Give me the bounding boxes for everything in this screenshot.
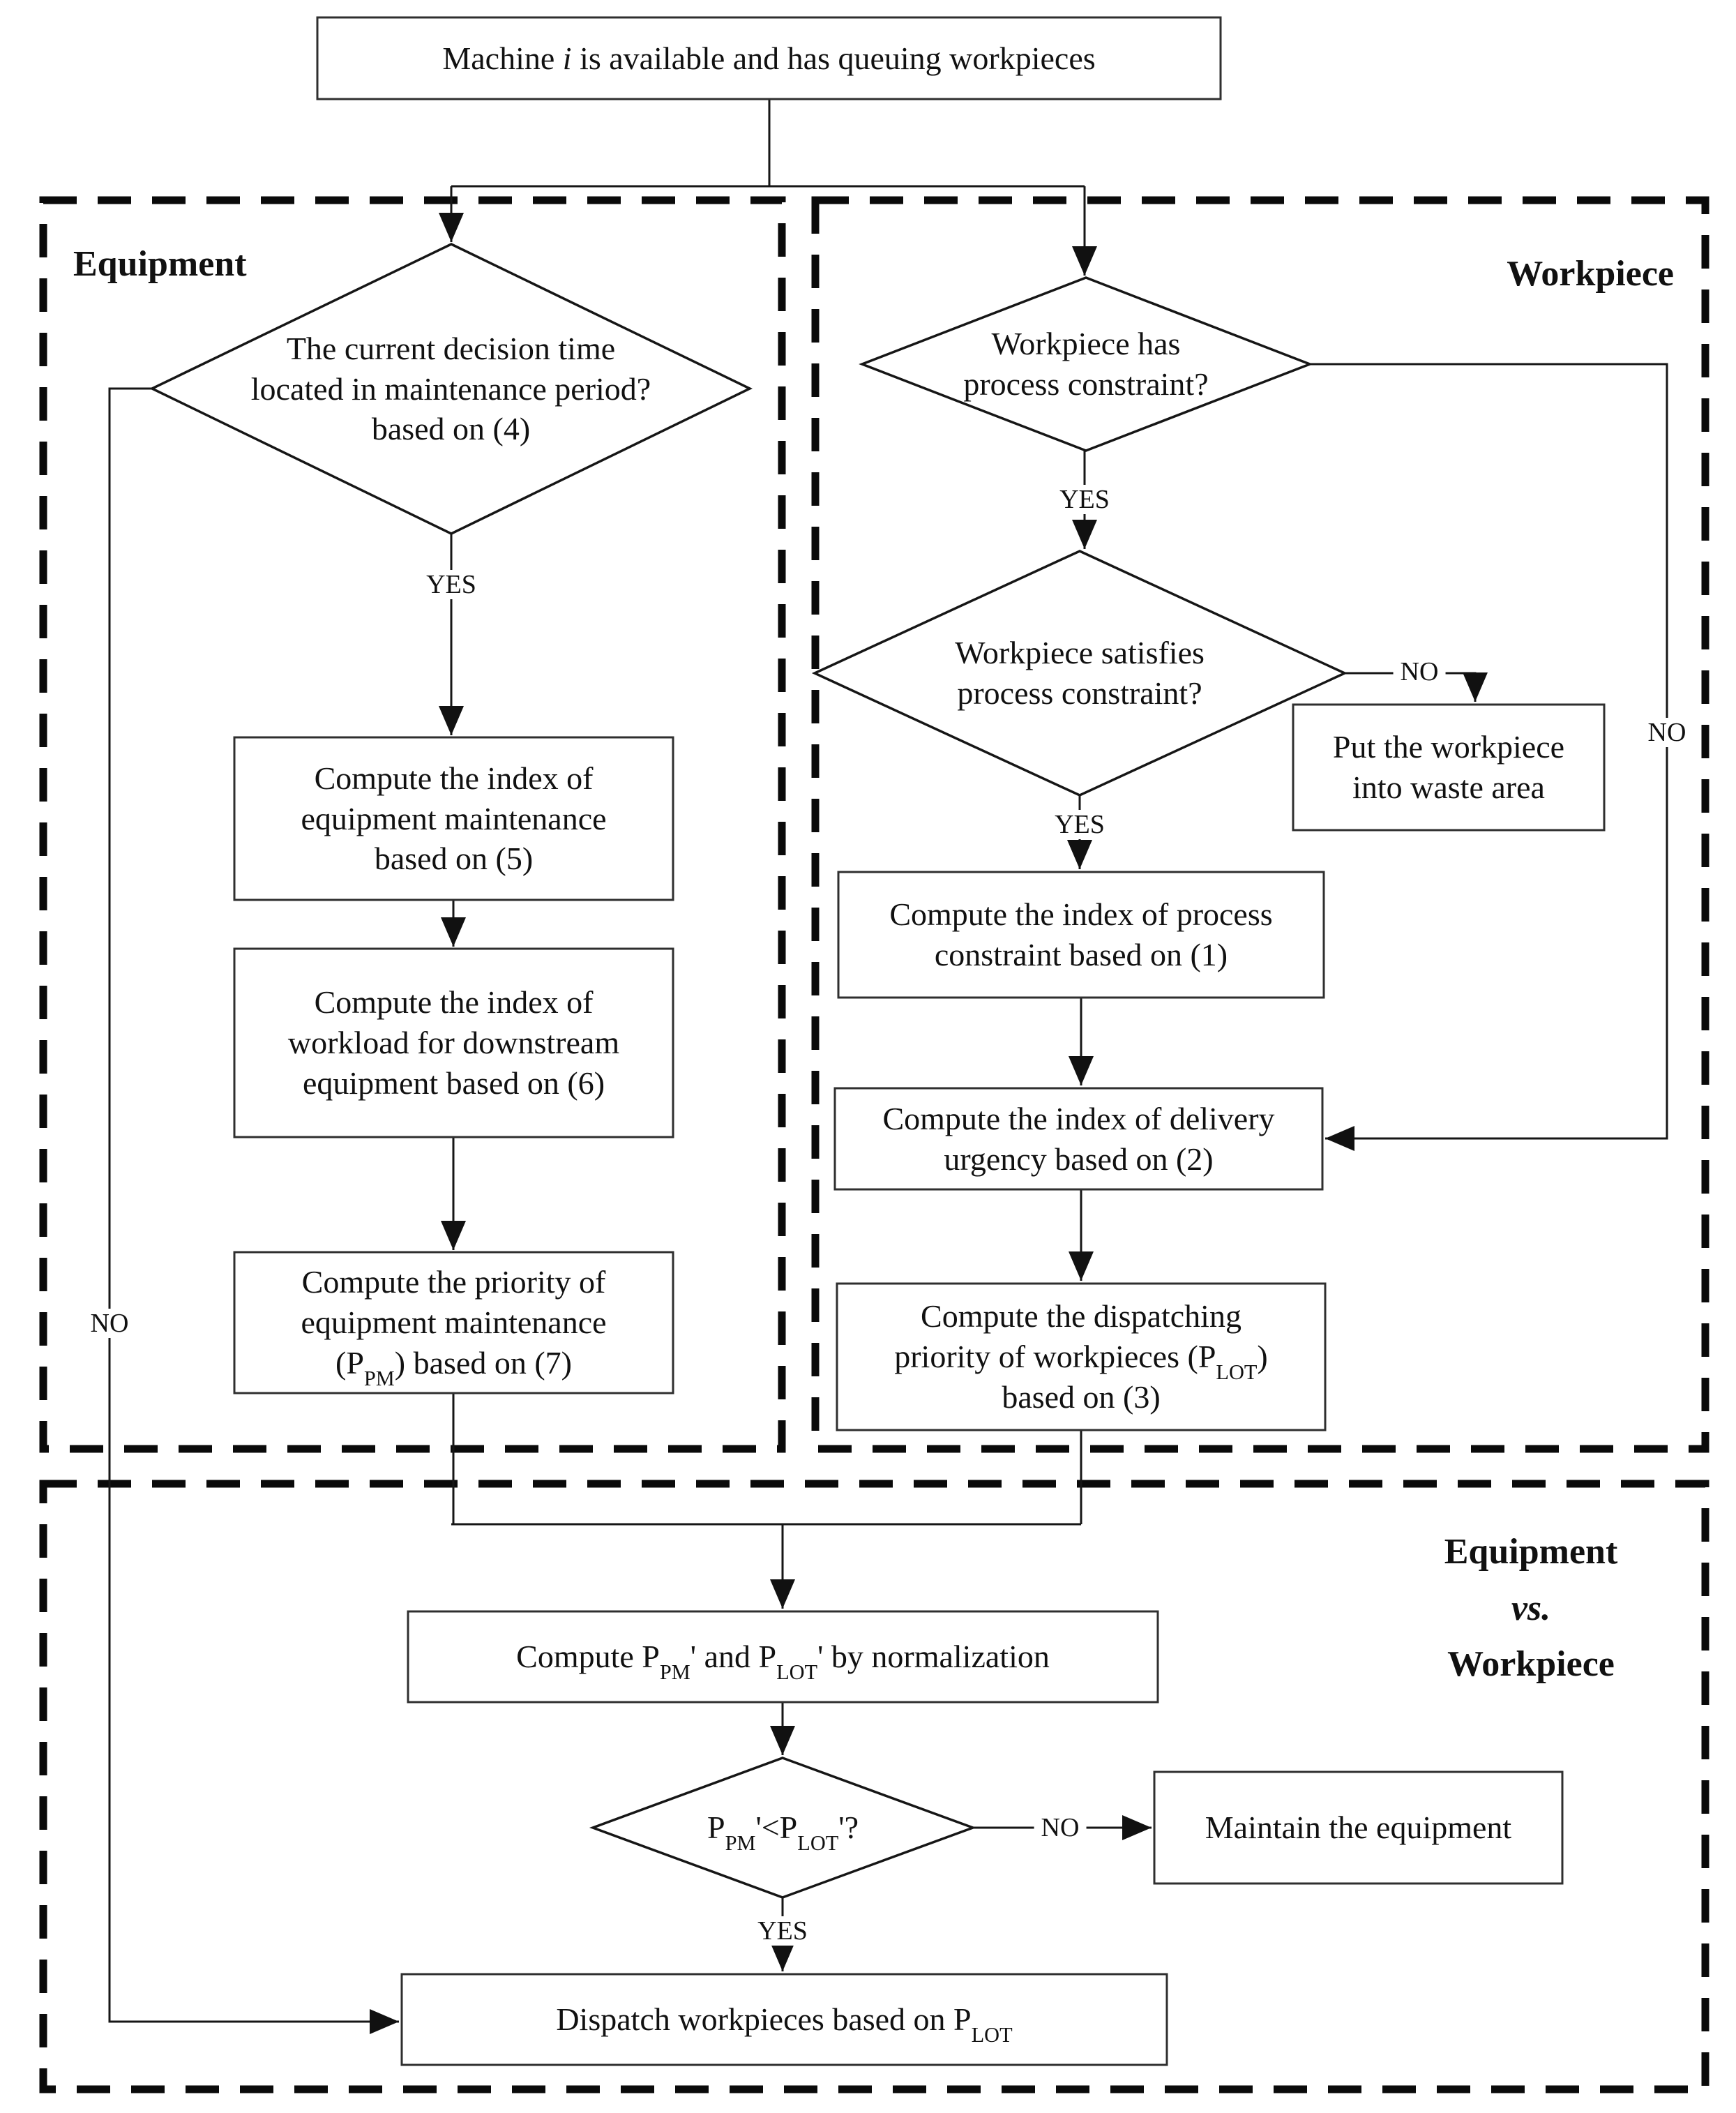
wp-box2: Compute the index of delivery urgency ba…	[835, 1088, 1322, 1189]
wp-box1-line2: constraint based on (1)	[934, 937, 1228, 972]
eq-decision-line3: based on (4)	[371, 411, 531, 447]
normalize-box: Compute PPM' and PLOT' by normalization	[408, 1611, 1158, 1702]
versus-region-label: Equipment vs. Workpiece	[1378, 1524, 1684, 1693]
eq-box2-shape	[233, 947, 674, 1138]
compare-decision-shape	[589, 1757, 977, 1899]
eq-box3-line3: (PPM) based on (7)	[335, 1344, 572, 1390]
dispatch-box-text: Dispatch workpieces based on PLOT	[556, 2001, 1013, 2047]
wp-no2-label: NO	[1393, 657, 1446, 686]
wp-no1-label: NO	[1640, 718, 1693, 747]
eq-decision: The current decision time located in mai…	[152, 244, 750, 534]
equipment-region-label-text: Equipment	[73, 244, 247, 284]
wp-box3: Compute the dispatching priority of work…	[837, 1284, 1325, 1430]
wp-box2-line2: urgency based on (2)	[944, 1141, 1214, 1177]
waste-box-line1: Put the workpiece	[1332, 729, 1565, 765]
eq-box1-line2: equipment maintenance	[301, 800, 607, 836]
waste-box-shape	[1292, 703, 1606, 832]
start-node-shape	[316, 16, 1222, 100]
eq-yes-label: YES	[419, 570, 483, 599]
wp-decision2-line1: Workpiece satisfies	[955, 635, 1205, 671]
versus-label-line1: Equipment	[1444, 1532, 1618, 1572]
maintain-box-shape	[1153, 1770, 1564, 1885]
wp-decision1: Workpiece has process constraint?	[862, 278, 1310, 451]
maintain-box: Maintain the equipment	[1154, 1772, 1562, 1883]
wp-box3-shape	[836, 1282, 1327, 1431]
compare-decision-text: PPM'<PLOT'?	[707, 1810, 859, 1855]
wp-yes2-label: YES	[1048, 810, 1112, 839]
eq-decision-shape	[149, 243, 753, 535]
wp-box2-line1: Compute the index of delivery	[882, 1100, 1275, 1136]
maintain-box-text: Maintain the equipment	[1205, 1810, 1512, 1846]
equipment-region-label: Equipment	[73, 243, 310, 286]
eq-decision-line2: located in maintenance period?	[250, 370, 651, 407]
eq-box3-line1: Compute the priority of	[301, 1264, 606, 1300]
start-node-text: Machine i is available and has queuing w…	[442, 40, 1096, 76]
wp-box1-shape	[837, 871, 1325, 999]
workpiece-region-label-text: Workpiece	[1507, 254, 1674, 294]
waste-box-line2: into waste area	[1352, 769, 1545, 805]
eq-box3: Compute the priority of equipment mainte…	[234, 1252, 673, 1393]
wp-decision2-line2: process constraint?	[957, 675, 1202, 711]
wp-decision1-shape	[859, 276, 1313, 452]
dispatch-box-shape	[400, 1973, 1168, 2066]
compare-decision: PPM'<PLOT'?	[593, 1758, 973, 1897]
wp-decision2: Workpiece satisfies process constraint?	[815, 551, 1345, 795]
workpiece-region-border	[811, 196, 1709, 1453]
wp-box3-line1: Compute the dispatching	[921, 1298, 1241, 1334]
eq-box2-line2: workload for downstream	[287, 1025, 620, 1061]
wp-box1: Compute the index of process constraint …	[838, 872, 1324, 998]
workpiece-region-label: Workpiece	[1433, 253, 1674, 296]
eq-box1-shape	[233, 736, 674, 901]
normalize-box-shape	[407, 1610, 1159, 1704]
wp-yes1-label: YES	[1052, 485, 1117, 514]
wp-box2-shape	[833, 1087, 1324, 1191]
eq-box2-line1: Compute the index of	[314, 984, 594, 1021]
eq-no-label: NO	[83, 1309, 136, 1338]
wp-decision2-shape	[811, 550, 1348, 797]
wp-box3-line3: based on (3)	[1002, 1378, 1161, 1415]
wp-box3-line2: priority of workpieces (PLOT)	[894, 1339, 1268, 1384]
eq-box3-line2: equipment maintenance	[301, 1304, 607, 1341]
edge-eq-no-to-dispatch	[108, 387, 399, 2034]
eq-box2-line3: equipment based on (6)	[302, 1065, 605, 1101]
dispatch-box: Dispatch workpieces based on PLOT	[402, 1974, 1167, 2065]
eq-decision-line1: The current decision time	[286, 330, 616, 366]
eq-box2: Compute the index of workload for downst…	[234, 949, 673, 1137]
eq-box1: Compute the index of equipment maintenan…	[234, 737, 673, 900]
waste-box: Put the workpiece into waste area	[1293, 705, 1604, 830]
wp-box1-line1: Compute the index of process	[889, 896, 1273, 933]
normalize-box-text: Compute PPM' and PLOT' by normalization	[516, 1639, 1050, 1684]
versus-label-line3: Workpiece	[1447, 1644, 1615, 1685]
start-node: Machine i is available and has queuing w…	[317, 17, 1221, 99]
versus-label-line2: vs.	[1511, 1588, 1551, 1628]
edge-wp-no1-to-delivery	[1310, 363, 1668, 1151]
compare-no-label: NO	[1034, 1813, 1087, 1842]
edge-wp-no2-to-waste	[1345, 672, 1488, 702]
versus-region-border	[39, 1480, 1709, 2093]
eq-box1-line1: Compute the index of	[314, 760, 594, 796]
wp-decision1-line2: process constraint?	[963, 366, 1209, 402]
equipment-region-border	[39, 196, 786, 1453]
wp-decision1-line1: Workpiece has	[991, 326, 1181, 362]
eq-box1-line3: based on (5)	[374, 841, 534, 877]
compare-yes-label: YES	[750, 1916, 815, 1946]
eq-box3-shape	[233, 1251, 674, 1394]
